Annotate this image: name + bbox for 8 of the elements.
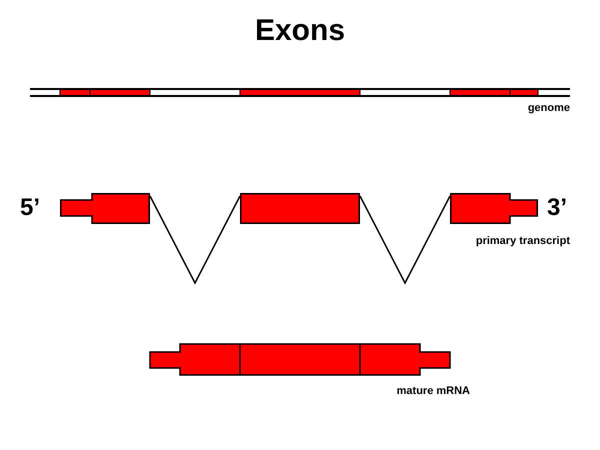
transcript-label: primary transcript	[476, 236, 570, 247]
title: Exons	[254, 16, 346, 46]
mrna-label: mature mRNA	[396, 386, 470, 397]
five-prime-label: 5’	[20, 196, 40, 220]
intron-line	[149, 196, 241, 285]
three-prime-label: 3’	[547, 196, 568, 220]
genome-label: genome	[528, 103, 570, 114]
intron-line	[359, 196, 451, 285]
